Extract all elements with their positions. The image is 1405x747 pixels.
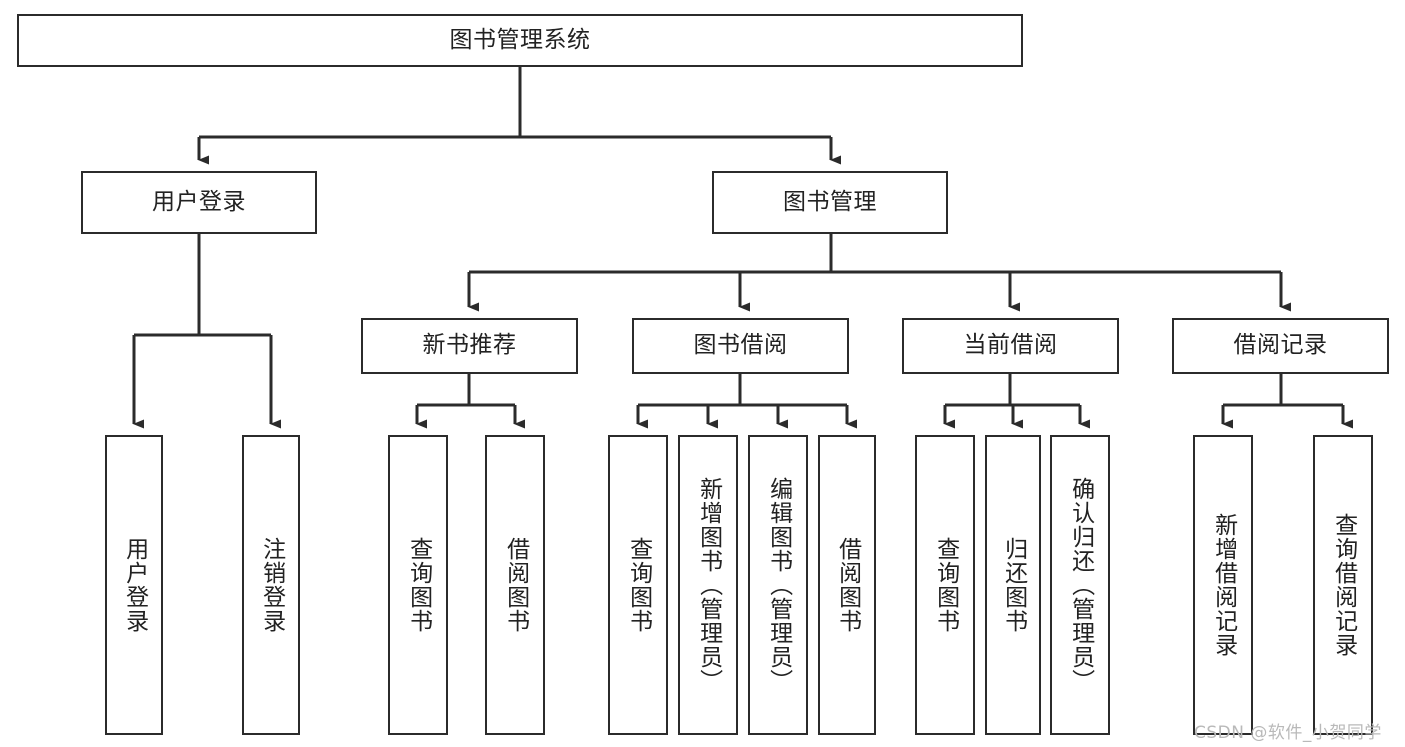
node-book-management-system[interactable]: 图书管理系统 [17,14,1023,67]
node-current-borrow[interactable]: 当前借阅 [902,318,1119,374]
node-label: 查询图书 [932,537,959,633]
node-label: 确认归还（管理员） [1067,477,1094,693]
node-new-book-recommend[interactable]: 新书推荐 [361,318,578,374]
node-label: 编辑图书（管理员） [765,477,792,693]
watermark-text: CSDN @软件_小贺同学 [1194,723,1382,743]
node-return-book[interactable]: 归还图书 [985,435,1041,735]
node-label: 当前借阅 [963,332,1058,359]
node-label: 新增借阅记录 [1210,513,1237,657]
node-user-login-action[interactable]: 用户登录 [105,435,163,735]
node-label: 图书管理 [783,188,877,215]
node-label: 借阅记录 [1233,332,1328,359]
node-book-management[interactable]: 图书管理 [712,171,948,234]
node-query-book-borrow[interactable]: 查询图书 [608,435,668,735]
node-label: 新书推荐 [422,332,517,359]
node-book-borrow[interactable]: 图书借阅 [632,318,849,374]
node-label: 查询图书 [405,537,432,633]
node-label: 查询图书 [625,537,652,633]
node-query-book-recommend[interactable]: 查询图书 [388,435,448,735]
node-label: 借阅图书 [834,537,861,633]
node-query-borrow-record[interactable]: 查询借阅记录 [1313,435,1373,735]
node-user-login[interactable]: 用户登录 [81,171,317,234]
node-borrow-book-action[interactable]: 借阅图书 [818,435,876,735]
node-label: 查询借阅记录 [1330,513,1357,657]
node-label: 注销登录 [258,537,285,633]
node-label: 归还图书 [1000,537,1027,633]
node-label: 新增图书（管理员） [695,477,722,693]
node-add-book-admin[interactable]: 新增图书（管理员） [678,435,738,735]
node-label: 用户登录 [152,188,246,215]
node-label: 借阅图书 [502,537,529,633]
node-logout-action[interactable]: 注销登录 [242,435,300,735]
node-borrow-book-recommend[interactable]: 借阅图书 [485,435,545,735]
csdn-watermark: CSDN @软件_小贺同学 [1194,718,1382,743]
node-query-book-current[interactable]: 查询图书 [915,435,975,735]
node-borrow-record[interactable]: 借阅记录 [1172,318,1389,374]
node-label: 图书管理系统 [449,26,591,53]
node-add-borrow-record[interactable]: 新增借阅记录 [1193,435,1253,735]
node-label: 用户登录 [121,537,148,633]
node-edit-book-admin[interactable]: 编辑图书（管理员） [748,435,808,735]
node-label: 图书借阅 [693,332,788,359]
node-confirm-return-admin[interactable]: 确认归还（管理员） [1050,435,1110,735]
